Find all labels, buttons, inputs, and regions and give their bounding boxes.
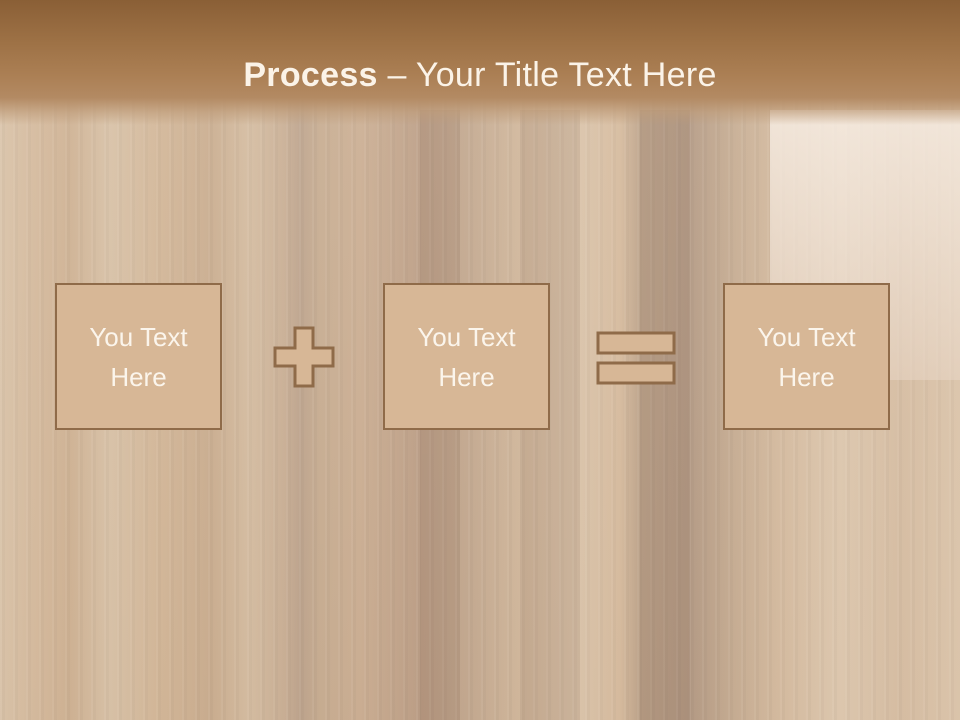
plus-icon[interactable] xyxy=(272,325,336,389)
title-bold-part: Process xyxy=(243,56,378,94)
process-box-1[interactable]: You Text Here xyxy=(55,283,222,430)
process-box-2[interactable]: You Text Here xyxy=(383,283,550,430)
process-box-3[interactable]: You Text Here xyxy=(723,283,890,430)
equals-icon[interactable] xyxy=(596,331,678,385)
process-box-label: You Text Here xyxy=(417,321,516,392)
process-box-label: You Text Here xyxy=(89,321,188,392)
title-rest-part: – Your Title Text Here xyxy=(377,56,717,94)
title-band xyxy=(0,0,960,125)
process-box-label: You Text Here xyxy=(757,321,856,392)
slide-title[interactable]: Process – Your Title Text Here xyxy=(0,55,960,95)
wood-streak xyxy=(640,110,690,720)
